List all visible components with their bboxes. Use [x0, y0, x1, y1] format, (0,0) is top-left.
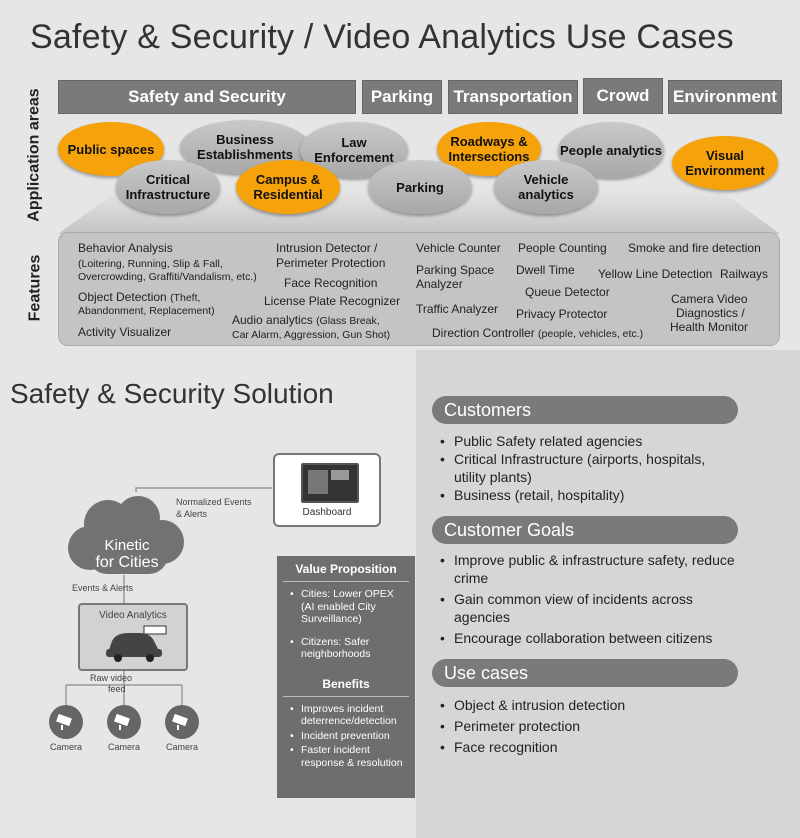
category-transportation: Transportation [448, 80, 578, 114]
feature-yellow-line: Yellow Line Detection [598, 267, 713, 281]
category-parking: Parking [362, 80, 442, 114]
feature-traffic-analyzer: Traffic Analyzer [416, 302, 499, 316]
feature-behavior-analysis: Behavior Analysis [78, 241, 173, 255]
normalized-events-label-2: & Alerts [176, 509, 208, 519]
camera-icon [49, 705, 83, 739]
feature-vehicle-counter: Vehicle Counter [416, 241, 501, 255]
feature-behavior-detail-2: Overcrowding, Graffiti/Vandalism, etc.) [78, 271, 257, 283]
value-item: Citizens: Safer neighborhoods [289, 636, 409, 661]
bubble-critical-infrastructure: Critical Infrastructure [116, 160, 220, 214]
feature-parking-space: Parking Space [416, 263, 495, 277]
dashboard-box: Dashboard [273, 453, 381, 527]
category-environment: Environment [668, 80, 782, 114]
feature-license-plate: License Plate Recognizer [264, 294, 401, 308]
feature-audio-detail: Car Alarm, Aggression, Gun Shot) [232, 329, 391, 341]
category-crowd: Crowd [583, 78, 663, 114]
bubble-people-analytics: People analytics [558, 122, 664, 178]
feature-people-counting: People Counting [518, 241, 607, 255]
video-analytics-label: Video Analytics [99, 610, 167, 621]
benefit-item: Improves incident deterrence/detection [289, 703, 409, 728]
feature-dwell-time: Dwell Time [516, 263, 575, 277]
raw-video-label-2: feed [108, 684, 126, 694]
customer-goals-list: Improve public & infrastructure safety, … [436, 551, 746, 647]
feature-queue-detector: Queue Detector [525, 285, 610, 299]
camera-label: Camera [165, 742, 198, 752]
use-case-item: Perimeter protection [436, 717, 736, 735]
car-icon [106, 625, 167, 662]
feature-smoke-fire: Smoke and fire detection [628, 241, 761, 255]
application-areas-label: Application areas [26, 88, 43, 222]
use-case-item: Face recognition [436, 738, 736, 756]
feature-activity-visualizer: Activity Visualizer [78, 325, 172, 339]
bubble-campus-residential: Campus & Residential [236, 160, 340, 214]
feature-behavior-detail: (Loitering, Running, Slip & Fall, [78, 258, 223, 270]
customer-item: Critical Infrastructure (airports, hospi… [436, 450, 736, 486]
value-item: Cities: Lower OPEX (AI enabled City Surv… [289, 588, 409, 626]
events-alerts-label: Events & Alerts [72, 583, 134, 593]
feature-parking-analyzer: Analyzer [416, 277, 463, 291]
feature-railways: Railways [720, 267, 769, 281]
camera-label: Camera [49, 742, 82, 752]
bubble-visual-environment: Visual Environment [672, 136, 778, 190]
normalized-events-label: Normalized Events [176, 497, 252, 507]
feature-audio-analytics: Audio analytics (Glass Break, [232, 313, 380, 327]
customers-list: Public Safety related agencies Critical … [436, 432, 736, 504]
goal-item: Encourage collaboration between citizens [436, 629, 746, 647]
feature-health-monitor: Health Monitor [670, 320, 749, 334]
feature-diagnostics: Diagnostics / [676, 306, 745, 320]
laptop-icon [301, 463, 359, 503]
goal-item: Gain common view of incidents across age… [436, 590, 746, 626]
use-cases-list: Object & intrusion detection Perimeter p… [436, 696, 736, 756]
use-cases-heading: Use cases [432, 659, 738, 687]
solution-title: Safety & Security Solution [10, 378, 334, 409]
bubble-parking: Parking [368, 160, 472, 214]
value-proposition-box: Value Proposition Cities: Lower OPEX (AI… [277, 556, 415, 798]
feature-camera-video: Camera Video [671, 292, 748, 306]
video-analytics-box: Video Analytics [78, 603, 188, 671]
goal-item: Improve public & infrastructure safety, … [436, 551, 746, 587]
customer-goals-heading: Customer Goals [432, 516, 738, 544]
use-case-item: Object & intrusion detection [436, 696, 736, 714]
feature-perimeter-protection: Perimeter Protection [276, 256, 386, 270]
feature-face-recognition: Face Recognition [284, 276, 378, 290]
benefit-item: Incident prevention [289, 730, 409, 743]
category-safety-and-security: Safety and Security [58, 80, 356, 114]
customer-item: Business (retail, hospitality) [436, 486, 736, 504]
camera-icon [165, 705, 199, 739]
page-title: Safety & Security / Video Analytics Use … [30, 18, 734, 56]
feature-direction-controller: Direction Controller (people, vehicles, … [432, 326, 644, 340]
feature-object-detection: Object Detection (Theft, [78, 290, 201, 304]
feature-object-detail: Abandonment, Replacement) [78, 305, 215, 317]
camera-label: Camera [107, 742, 140, 752]
benefits-heading: Benefits [322, 676, 370, 691]
customer-item: Public Safety related agencies [436, 432, 736, 450]
value-proposition-heading: Value Proposition [295, 562, 397, 576]
feature-privacy-protector: Privacy Protector [516, 307, 608, 321]
camera-icon [107, 705, 141, 739]
dashboard-label: Dashboard [302, 507, 352, 518]
features-label: Features [26, 254, 44, 322]
bubble-vehicle-analytics: Vehicle analytics [494, 160, 598, 214]
raw-video-label: Raw video [90, 673, 133, 683]
feature-intrusion-detector: Intrusion Detector / [276, 241, 378, 255]
customers-heading: Customers [432, 396, 738, 424]
cloud-icon [68, 496, 184, 574]
features-box [58, 232, 780, 346]
benefit-item: Faster incident response & resolution [289, 744, 409, 769]
